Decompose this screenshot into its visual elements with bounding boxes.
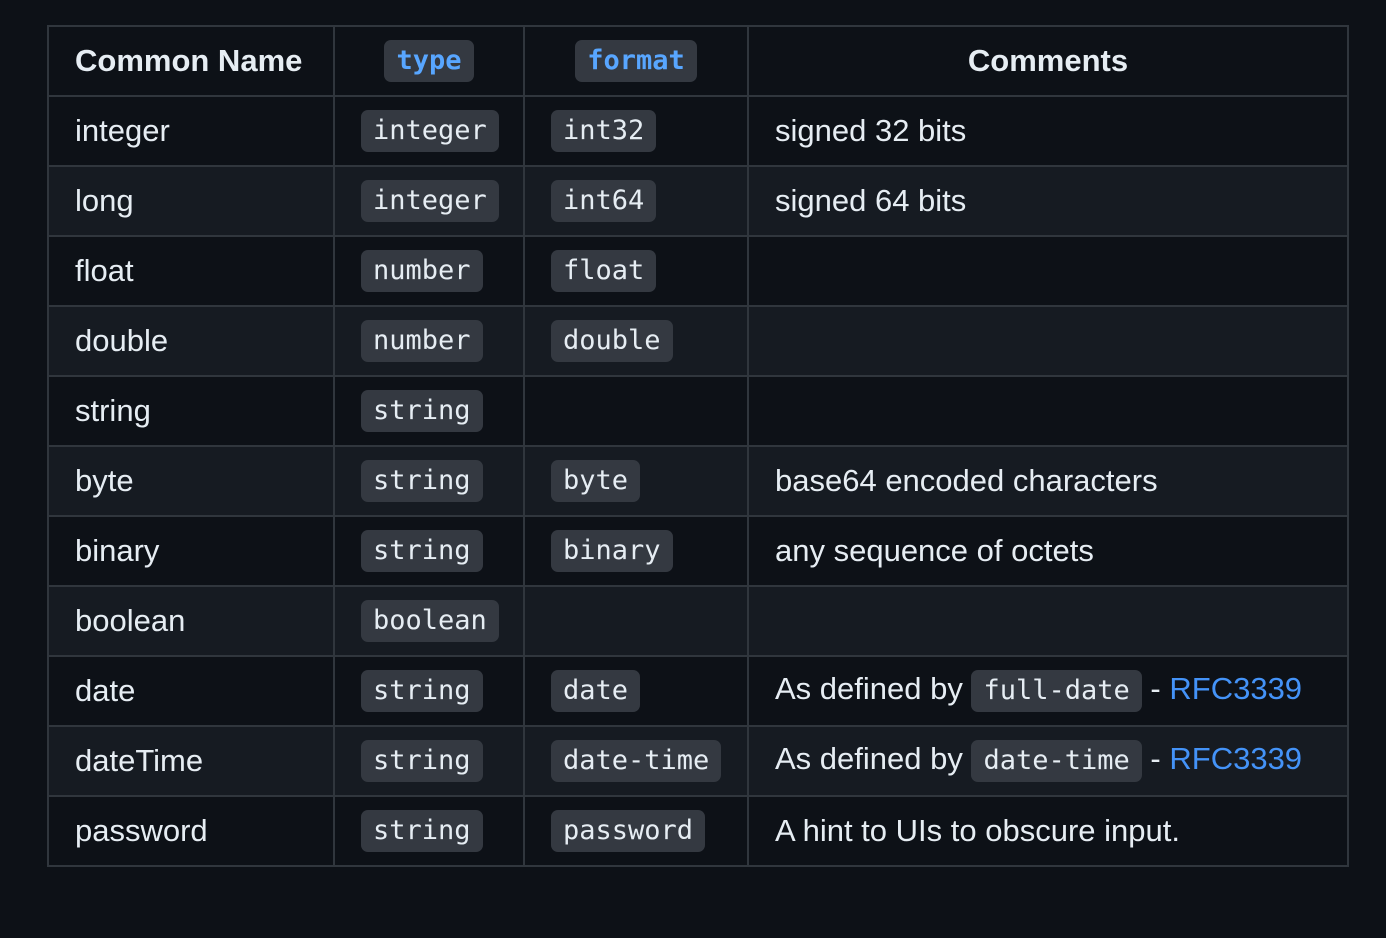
format-code: int64 (551, 180, 657, 222)
table-header: Common Name type format Comments (47, 25, 1349, 97)
format-code: password (551, 810, 706, 852)
cell-common-name: binary (47, 515, 335, 587)
header-comments: Comments (747, 25, 1349, 97)
cell-format: double (523, 305, 749, 377)
table-row: long integer int64 signed 64 bits (47, 165, 1349, 237)
type-code: number (361, 250, 483, 292)
table-row: date string date As defined by full-date… (47, 655, 1349, 727)
comment-prefix: As defined by (775, 741, 963, 776)
type-code: string (361, 530, 483, 572)
table-row: string string (47, 375, 1349, 447)
header-type-code: type (384, 40, 474, 82)
cell-format: int32 (523, 95, 749, 167)
cell-comment: any sequence of octets (747, 515, 1349, 587)
cell-comment: As defined by date-time - RFC3339 (747, 725, 1349, 797)
type-code: string (361, 740, 483, 782)
format-code: date-time (551, 740, 722, 782)
table-row: float number float (47, 235, 1349, 307)
cell-common-name: integer (47, 95, 335, 167)
cell-type: string (333, 725, 525, 797)
type-code: boolean (361, 600, 499, 642)
cell-format: date-time (523, 725, 749, 797)
cell-type: boolean (333, 585, 525, 657)
cell-format: binary (523, 515, 749, 587)
type-code: string (361, 810, 483, 852)
cell-format: date (523, 655, 749, 727)
comment-code: full-date (971, 670, 1142, 712)
comment-separator: - (1150, 671, 1161, 706)
header-format-code: format (575, 40, 697, 82)
data-types-table: Common Name type format Comments integer… (47, 25, 1349, 867)
cell-common-name: date (47, 655, 335, 727)
format-code: date (551, 670, 641, 712)
table-body: integer integer int32 signed 32 bits lon… (47, 95, 1349, 867)
type-code: string (361, 670, 483, 712)
cell-type: integer (333, 165, 525, 237)
cell-comment (747, 375, 1349, 447)
cell-format: password (523, 795, 749, 867)
cell-common-name: string (47, 375, 335, 447)
cell-comment (747, 305, 1349, 377)
type-code: integer (361, 110, 499, 152)
format-code: byte (551, 460, 641, 502)
format-code: binary (551, 530, 673, 572)
cell-format: int64 (523, 165, 749, 237)
cell-common-name: double (47, 305, 335, 377)
table-row: dateTime string date-time As defined by … (47, 725, 1349, 797)
comment-prefix: As defined by (775, 671, 963, 706)
cell-type: integer (333, 95, 525, 167)
type-code: number (361, 320, 483, 362)
type-code: string (361, 460, 483, 502)
cell-type: string (333, 375, 525, 447)
cell-common-name: password (47, 795, 335, 867)
type-code: string (361, 390, 483, 432)
header-format: format (523, 25, 749, 97)
cell-format (523, 585, 749, 657)
cell-common-name: long (47, 165, 335, 237)
cell-type: string (333, 515, 525, 587)
table-row: double number double (47, 305, 1349, 377)
rfc3339-link[interactable]: RFC3339 (1169, 741, 1303, 776)
header-common-name: Common Name (47, 25, 335, 97)
comment-separator: - (1150, 741, 1161, 776)
rfc3339-link[interactable]: RFC3339 (1169, 671, 1303, 706)
table-row: byte string byte base64 encoded characte… (47, 445, 1349, 517)
cell-comment: A hint to UIs to obscure input. (747, 795, 1349, 867)
cell-type: number (333, 235, 525, 307)
cell-common-name: byte (47, 445, 335, 517)
cell-type: string (333, 445, 525, 517)
type-code: integer (361, 180, 499, 222)
cell-comment: As defined by full-date - RFC3339 (747, 655, 1349, 727)
format-code: double (551, 320, 673, 362)
table-row: boolean boolean (47, 585, 1349, 657)
cell-type: string (333, 795, 525, 867)
table-row: integer integer int32 signed 32 bits (47, 95, 1349, 167)
table-row: binary string binary any sequence of oct… (47, 515, 1349, 587)
table-row: password string password A hint to UIs t… (47, 795, 1349, 867)
cell-format (523, 375, 749, 447)
cell-comment: base64 encoded characters (747, 445, 1349, 517)
cell-comment (747, 235, 1349, 307)
cell-common-name: dateTime (47, 725, 335, 797)
cell-comment (747, 585, 1349, 657)
cell-comment: signed 64 bits (747, 165, 1349, 237)
comment-code: date-time (971, 740, 1142, 782)
format-code: int32 (551, 110, 657, 152)
cell-format: float (523, 235, 749, 307)
cell-format: byte (523, 445, 749, 517)
cell-common-name: boolean (47, 585, 335, 657)
cell-common-name: float (47, 235, 335, 307)
cell-type: string (333, 655, 525, 727)
format-code: float (551, 250, 657, 292)
cell-comment: signed 32 bits (747, 95, 1349, 167)
header-type: type (333, 25, 525, 97)
header-row: Common Name type format Comments (47, 25, 1349, 97)
cell-type: number (333, 305, 525, 377)
